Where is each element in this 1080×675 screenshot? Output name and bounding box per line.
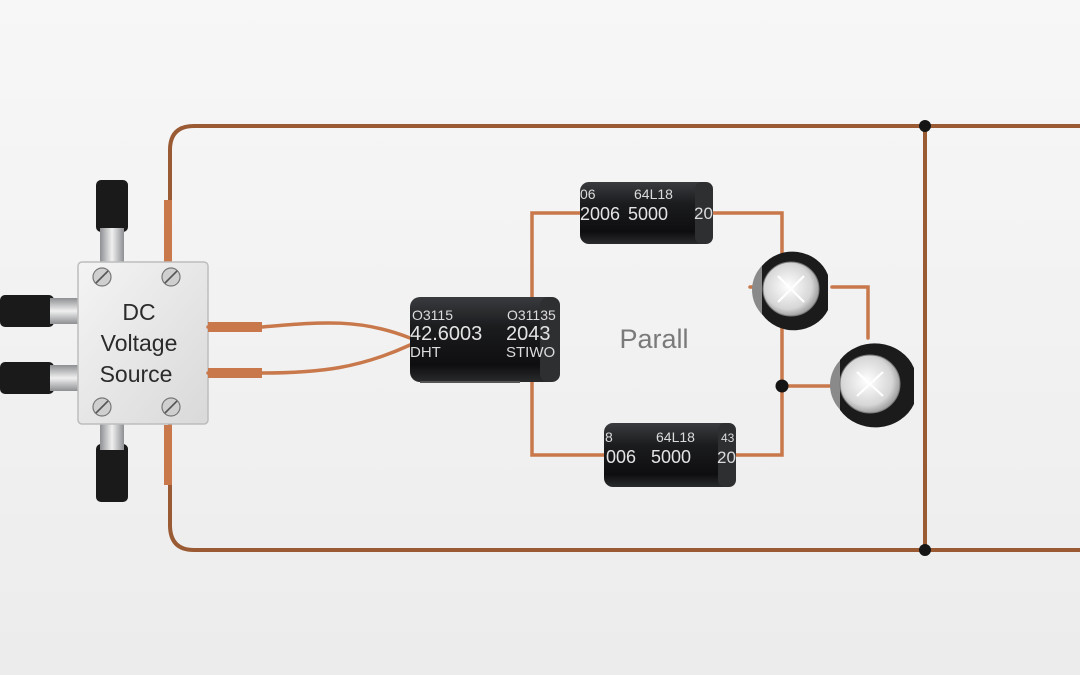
capacitor-top-marking: 2006	[580, 204, 620, 224]
capacitor-bottom-marking: 5000	[651, 447, 691, 467]
capacitor-bottom-marking: 8	[605, 429, 613, 445]
lead-sleeve	[208, 322, 262, 332]
frame-wire	[168, 124, 1080, 552]
copper-wires	[206, 211, 870, 457]
capacitor-bottom-marking: 64L18	[656, 429, 695, 445]
dc-voltage-source-box: DC Voltage Source	[77, 261, 209, 425]
parallel-label: Parall	[619, 324, 688, 354]
capacitor-large-marking: STIWO	[506, 344, 555, 361]
capacitor-large-marking: O31135	[507, 307, 556, 323]
capacitor-can-upper	[752, 251, 828, 331]
capacitor-large-marking: DHT	[410, 344, 441, 361]
source-connectors	[0, 180, 172, 502]
source-label-line-2: Voltage	[101, 330, 178, 356]
source-label-line-1: DC	[122, 299, 155, 325]
capacitor-top-marking: 20	[694, 204, 713, 223]
frame-junctions	[919, 120, 931, 556]
lead-sleeve	[208, 368, 262, 378]
capacitor-top-marking: 64L18	[634, 186, 673, 202]
capacitor-bottom-marking: 43	[721, 431, 735, 445]
capacitor-large-marking: O3115	[412, 307, 453, 323]
capacitor-bottom-marking: 006	[606, 447, 636, 467]
capacitor-bottom-marking: 20	[717, 448, 736, 467]
capacitor-top-marking: 06	[580, 186, 596, 202]
capacitor-top: 06 64L18 2006 5000 20	[580, 182, 713, 244]
capacitor-large: O3115 O31135 42.6003 2043 DHT STIWO	[410, 297, 560, 383]
capacitor-can-lower	[830, 343, 914, 428]
capacitor-large-marking: 42.6003	[410, 323, 482, 345]
capacitor-top-marking: 5000	[628, 204, 668, 224]
junction-dot	[775, 379, 789, 393]
source-label-line-3: Source	[100, 361, 173, 387]
capacitor-large-marking: 2043	[506, 323, 551, 345]
capacitor-bottom: 8 64L18 43 006 5000 20	[604, 423, 736, 487]
